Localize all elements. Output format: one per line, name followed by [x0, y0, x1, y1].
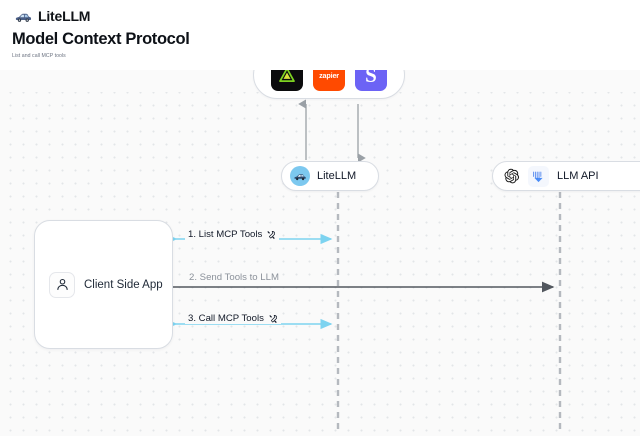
openai-logo-chip: [501, 165, 522, 187]
tools-wrench-icon: [269, 314, 277, 323]
node-llm-api[interactable]: LLM API: [492, 161, 640, 191]
zapier-wordmark-icon: zapier: [319, 70, 339, 80]
edge-label-2-text: 2. Send Tools to LLM: [189, 272, 279, 283]
anthropic-logo-chip: [528, 165, 549, 187]
page-title: Model Context Protocol: [12, 30, 190, 48]
tools-wrench-icon: [267, 230, 276, 239]
node-client-side-app-label: Client Side App: [84, 278, 163, 291]
openai-logo-icon: [504, 168, 519, 184]
aim-triangle-icon: [279, 67, 295, 83]
node-litellm-label: LiteLLM: [317, 170, 357, 182]
node-llm-api-label: LLM API: [557, 170, 599, 182]
litellm-truck-logo-icon: [15, 13, 32, 22]
diagram-canvas: [0, 70, 640, 436]
page-subtitle: List and call MCP tools: [12, 53, 66, 59]
page-header: LiteLLM Model Context Protocol List and …: [0, 0, 640, 70]
node-client-side-app[interactable]: Client Side App: [34, 220, 173, 349]
edge-label-1-text: 1. List MCP Tools: [188, 229, 263, 240]
edge-label-send-tools-to-llm: 2. Send Tools to LLM: [186, 272, 282, 283]
edge-label-list-mcp-tools: 1. List MCP Tools: [185, 229, 280, 240]
edge-label-call-mcp-tools: 3. Call MCP Tools: [185, 313, 281, 324]
node-litellm[interactable]: LiteLLM: [281, 161, 379, 191]
brand[interactable]: LiteLLM: [14, 7, 90, 25]
user-person-icon: [49, 271, 75, 298]
brand-name: LiteLLM: [38, 8, 91, 24]
edge-label-3-text: 3. Call MCP Tools: [188, 313, 264, 324]
anthropic-logo-icon: [533, 171, 543, 182]
supabase-s-icon: S: [365, 62, 377, 87]
litellm-avatar-icon: [290, 166, 310, 186]
